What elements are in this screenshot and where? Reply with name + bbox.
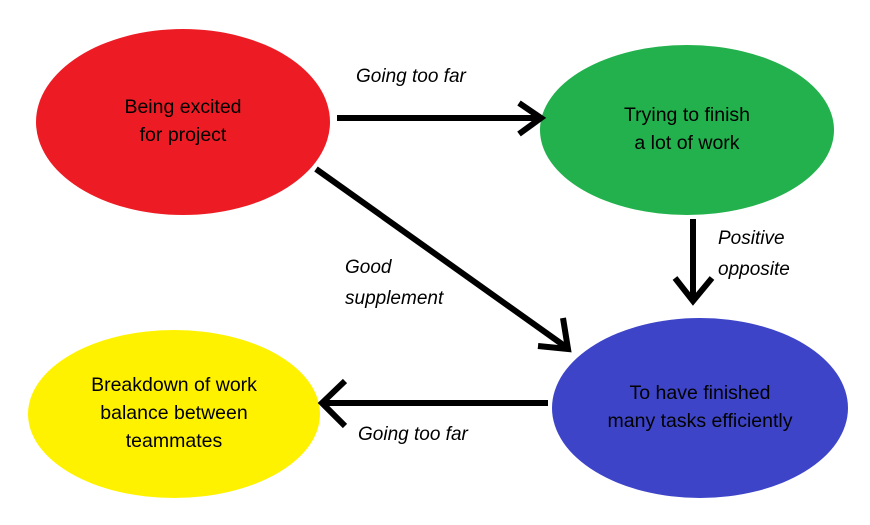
node-to-have-finished-many-tasks[interactable]: To have finished many tasks efficiently <box>552 318 848 498</box>
ellipse-shape-yellow[interactable] <box>28 330 320 498</box>
edge-finished-to-breakdown: Going too far <box>317 378 548 445</box>
node-label-line: teammates <box>126 430 223 452</box>
node-label-line: Being excited <box>124 96 241 118</box>
ellipse-shape-green[interactable] <box>540 45 834 215</box>
node-label-line: a lot of work <box>634 132 739 154</box>
arrowhead-icon <box>517 100 547 137</box>
node-label-line: balance between <box>100 402 247 424</box>
node-label-line: for project <box>140 124 227 146</box>
arrowhead-icon <box>537 317 572 353</box>
edge-label-going-too-far: Going too far <box>358 424 469 445</box>
edge-trying-to-finished: Positive opposite <box>672 219 790 306</box>
edge-label-positive-opposite: opposite <box>718 259 790 280</box>
node-breakdown-of-work-balance[interactable]: Breakdown of work balance between teamma… <box>28 330 320 498</box>
edge-excited-to-trying: Going too far <box>337 66 547 137</box>
node-being-excited-for-project[interactable]: Being excited for project <box>36 29 330 215</box>
edge-label-good-supplement: Good <box>345 257 393 278</box>
node-trying-to-finish-a-lot-of-work[interactable]: Trying to finish a lot of work <box>540 45 834 215</box>
ellipse-shape-blue[interactable] <box>552 318 848 498</box>
edge-excited-to-finished: Good supplement <box>314 166 572 353</box>
node-label-line: many tasks efficiently <box>608 410 793 432</box>
node-label-line: Trying to finish <box>624 104 750 126</box>
edge-label-positive-opposite: Positive <box>718 228 785 249</box>
arrowhead-icon <box>672 276 715 306</box>
edge-arrow-line <box>314 166 568 350</box>
arrowhead-icon <box>317 378 348 429</box>
node-label-line: To have finished <box>630 382 771 404</box>
ellipse-shape-red[interactable] <box>36 29 330 215</box>
node-label-line: Breakdown of work <box>91 374 257 396</box>
edge-label-good-supplement: supplement <box>345 288 444 309</box>
edge-label-going-too-far: Going too far <box>356 66 467 87</box>
